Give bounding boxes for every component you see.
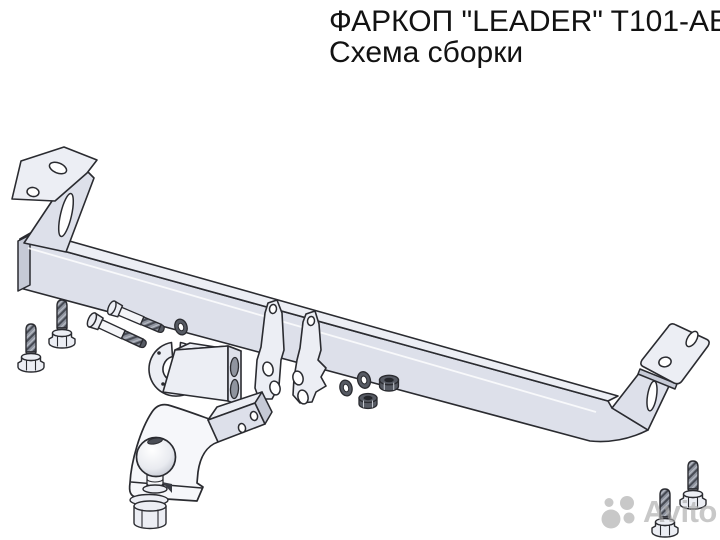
hole — [262, 361, 274, 377]
flat-washer-2 — [337, 378, 355, 398]
left-bracket-web-slot — [57, 192, 75, 238]
watermark-text: Avito — [643, 493, 717, 529]
socket-bracket-slot — [229, 356, 240, 378]
right-bracket-thickness — [637, 368, 678, 390]
crossbar-beam — [17, 230, 671, 443]
hex-flange-bolt-2 — [48, 299, 76, 349]
avito-logo-icon — [601, 496, 635, 529]
hole — [237, 422, 247, 434]
rivet-dot — [161, 382, 165, 386]
diagram-subtitle: Схема сборки — [329, 36, 524, 69]
avito-watermark: Avito — [600, 492, 717, 530]
socket-bracket — [162, 342, 242, 407]
right-bracket-hole — [658, 356, 672, 368]
crossbar-end-cap — [17, 234, 31, 292]
diagram-title: ФАРКОП "LEADER" T101-AE — [329, 5, 720, 38]
crossbar-front-face — [19, 238, 649, 443]
right-bracket-slot — [685, 330, 699, 348]
ball-nut — [133, 500, 167, 530]
hole — [249, 410, 259, 422]
shank-end-face — [254, 391, 273, 425]
left-bracket-flange-hole — [26, 186, 40, 198]
hole — [268, 303, 278, 315]
rivet-dot — [157, 351, 161, 355]
left-mount-bracket — [11, 146, 98, 253]
right-mount-bracket — [637, 323, 710, 390]
hole — [297, 389, 309, 405]
hole — [292, 370, 304, 386]
hex-flange-bolt-1 — [17, 323, 45, 373]
front-side-plate — [254, 299, 285, 400]
title-block: ФАРКОП "LEADER" T101-AE Схема сборки — [329, 6, 720, 68]
ball-mount-tongue — [128, 391, 273, 530]
hole — [306, 315, 316, 327]
socket-bracket-slot — [229, 378, 240, 400]
front-side-plate-body — [254, 299, 285, 400]
ball-top-mark — [147, 437, 163, 445]
hole — [269, 380, 281, 396]
hex-nut-1 — [358, 392, 378, 410]
ball-collar — [142, 484, 168, 494]
hex-nut-2 — [378, 374, 400, 392]
rear-side-plate — [292, 310, 327, 405]
left-bracket-flange-slot — [48, 161, 68, 175]
